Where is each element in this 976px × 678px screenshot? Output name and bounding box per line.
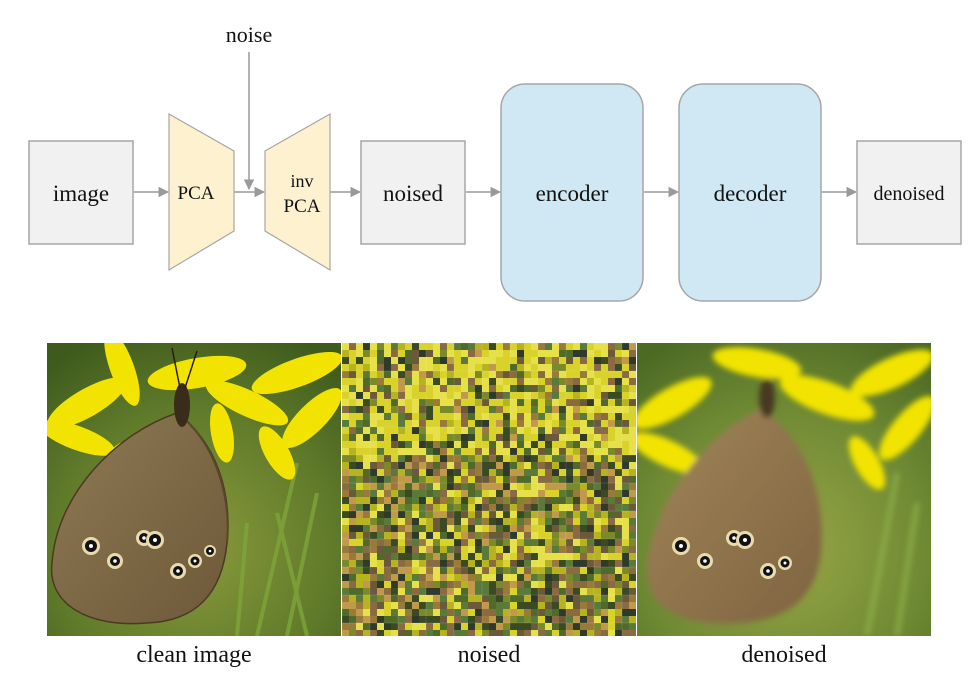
pca-label: PCA bbox=[178, 183, 215, 204]
inv-pca-label-line1: inv bbox=[290, 171, 313, 191]
inv-pca-label-line2: PCA bbox=[284, 196, 321, 217]
pipeline-diagram: noise image PCA inv PCA noised encoder d… bbox=[28, 22, 962, 302]
encoder-box bbox=[500, 83, 644, 302]
noised-caption: noised bbox=[457, 642, 521, 668]
denoised-caption: denoised bbox=[741, 642, 827, 668]
decoder-box bbox=[678, 83, 822, 302]
clean-image-caption: clean image bbox=[136, 642, 252, 668]
denoised-label: denoised bbox=[873, 183, 944, 205]
image-box bbox=[28, 140, 134, 245]
image-label: image bbox=[53, 181, 109, 206]
pca-trapezoid bbox=[168, 112, 235, 272]
encoder-label: encoder bbox=[536, 181, 609, 206]
noised-image-panel bbox=[342, 343, 636, 636]
denoised-image-panel bbox=[637, 343, 931, 636]
decoder-label: decoder bbox=[714, 181, 787, 206]
inv-pca-trapezoid bbox=[264, 112, 331, 272]
clean-image-panel bbox=[47, 343, 341, 636]
noise-label: noise bbox=[226, 22, 272, 47]
noised-label: noised bbox=[383, 181, 444, 206]
denoised-box bbox=[856, 140, 962, 245]
noised-box bbox=[360, 140, 466, 245]
